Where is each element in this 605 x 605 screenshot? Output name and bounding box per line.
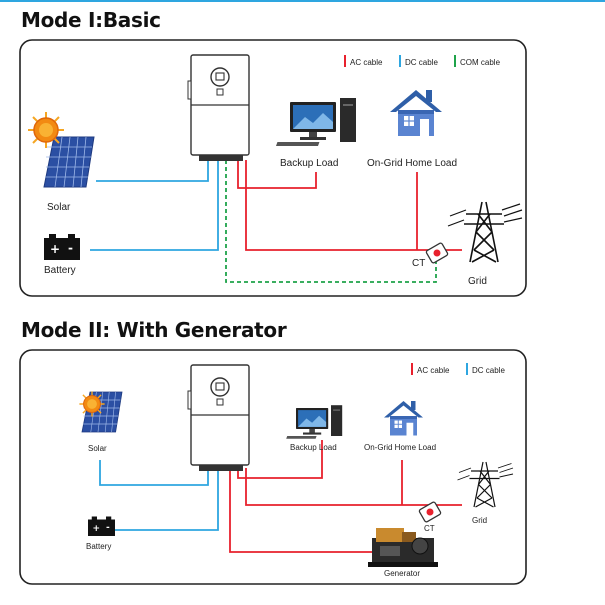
ac-cable-swatch <box>411 363 413 375</box>
legend-ac-label: AC cable <box>417 366 450 375</box>
mode-1-grid-label: Grid <box>468 276 487 287</box>
dc-cable-swatch <box>399 55 401 67</box>
mode-1-dc-cables <box>90 160 219 251</box>
legend-com-label: COM cable <box>460 58 501 67</box>
mode-2-battery-label: Battery <box>86 542 111 551</box>
mode-1-inverter <box>187 54 250 162</box>
mode-1-com-cable <box>225 160 437 283</box>
mode-2-sun-icon <box>78 390 106 418</box>
com-cable-swatch <box>454 55 456 67</box>
mode-2-grid-label: Grid <box>472 516 487 525</box>
mode-2-legend: AC cable DC cable <box>411 363 505 375</box>
mode-1-home-load-label: On-Grid Home Load <box>367 158 457 169</box>
mode-1-backup-load-label: Backup Load <box>280 158 338 169</box>
legend-dc-label: DC cable <box>472 366 505 375</box>
mode-2-dc-cables <box>99 460 219 531</box>
mode-1-ac-cables <box>237 160 462 251</box>
legend-dc-label: DC cable <box>405 58 438 67</box>
mode-2-inverter <box>187 364 250 472</box>
header-rule <box>0 0 605 2</box>
mode-2-ct-label: CT <box>424 524 435 533</box>
mode-2-ac-cables <box>229 440 462 553</box>
mode-2-home-load-label: On-Grid Home Load <box>364 443 436 452</box>
mode-2-solar-label: Solar <box>88 444 107 453</box>
mode-1-battery-label: Battery <box>44 265 76 276</box>
mode-1-title: Mode I:Basic <box>21 8 161 32</box>
mode-1-solar-label: Solar <box>47 202 71 213</box>
ac-cable-swatch <box>344 55 346 67</box>
mode-1-diagram: AC cable DC cable COM cable Solar Batter… <box>19 39 527 297</box>
legend-ac-label: AC cable <box>350 58 383 67</box>
mode-1-ct-label: CT <box>412 258 425 269</box>
mode-1-legend: AC cable DC cable COM cable <box>344 55 501 67</box>
mode-2-diagram: AC cable DC cable Solar Battery Backup L… <box>19 349 527 585</box>
mode-2-generator-label: Generator <box>384 569 420 578</box>
dc-cable-swatch <box>466 363 468 375</box>
mode-1-sun-icon <box>27 111 65 149</box>
mode-2-title: Mode II: With Generator <box>21 318 287 342</box>
mode-2-backup-load-label: Backup Load <box>290 443 337 452</box>
